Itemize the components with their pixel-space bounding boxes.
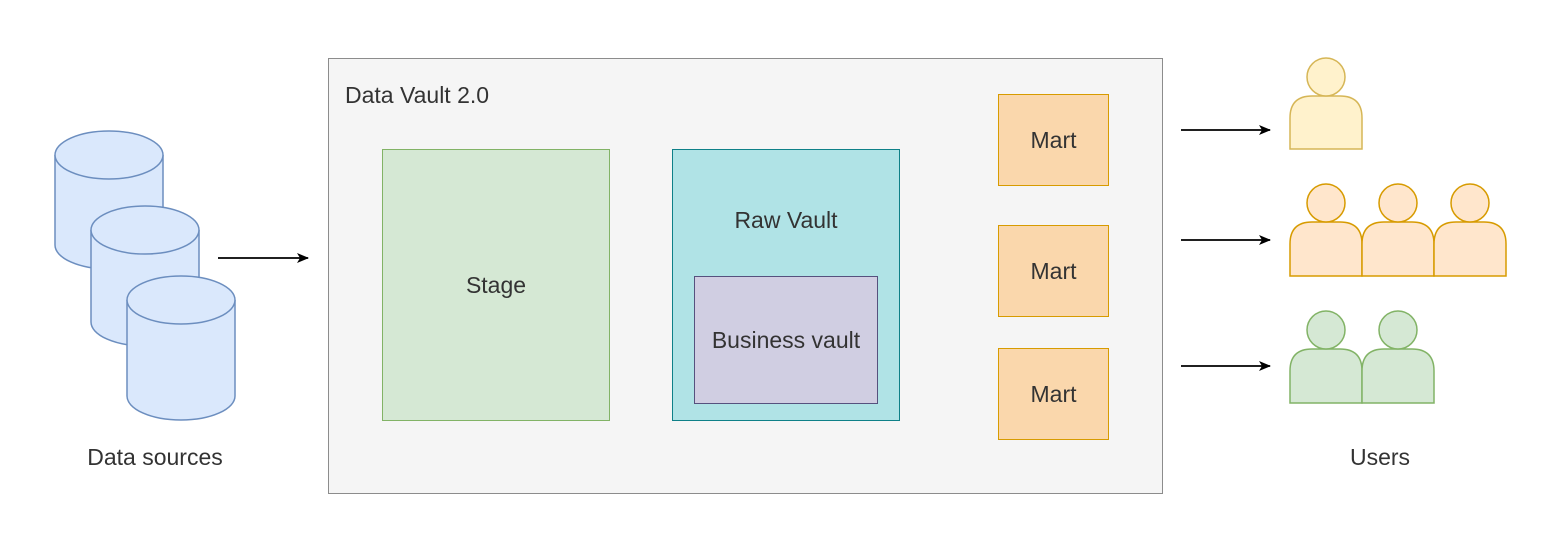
mart-label: Mart (1030, 126, 1077, 153)
stage-box: Stage (382, 149, 610, 421)
mart-box: Mart (998, 225, 1109, 317)
business-vault-label: Business vault (711, 326, 861, 353)
mart-box: Mart (998, 348, 1109, 440)
user-icon (1433, 183, 1507, 277)
user-icon (1361, 183, 1435, 277)
database-cylinder-icon (126, 275, 236, 421)
mart-label: Mart (1030, 380, 1077, 407)
business-vault-box: Business vault (694, 276, 878, 404)
user-icon (1289, 183, 1363, 277)
data-sources-label: Data sources (87, 444, 223, 470)
user-icon (1289, 310, 1363, 404)
stage-label: Stage (465, 271, 527, 298)
data-vault-title: Data Vault 2.0 (345, 82, 490, 108)
user-icon (1361, 310, 1435, 404)
user-icon (1289, 57, 1363, 150)
users-label: Users (1349, 444, 1411, 470)
raw-vault-label: Raw Vault (734, 207, 838, 233)
mart-box: Mart (998, 94, 1109, 186)
mart-label: Mart (1030, 257, 1077, 284)
